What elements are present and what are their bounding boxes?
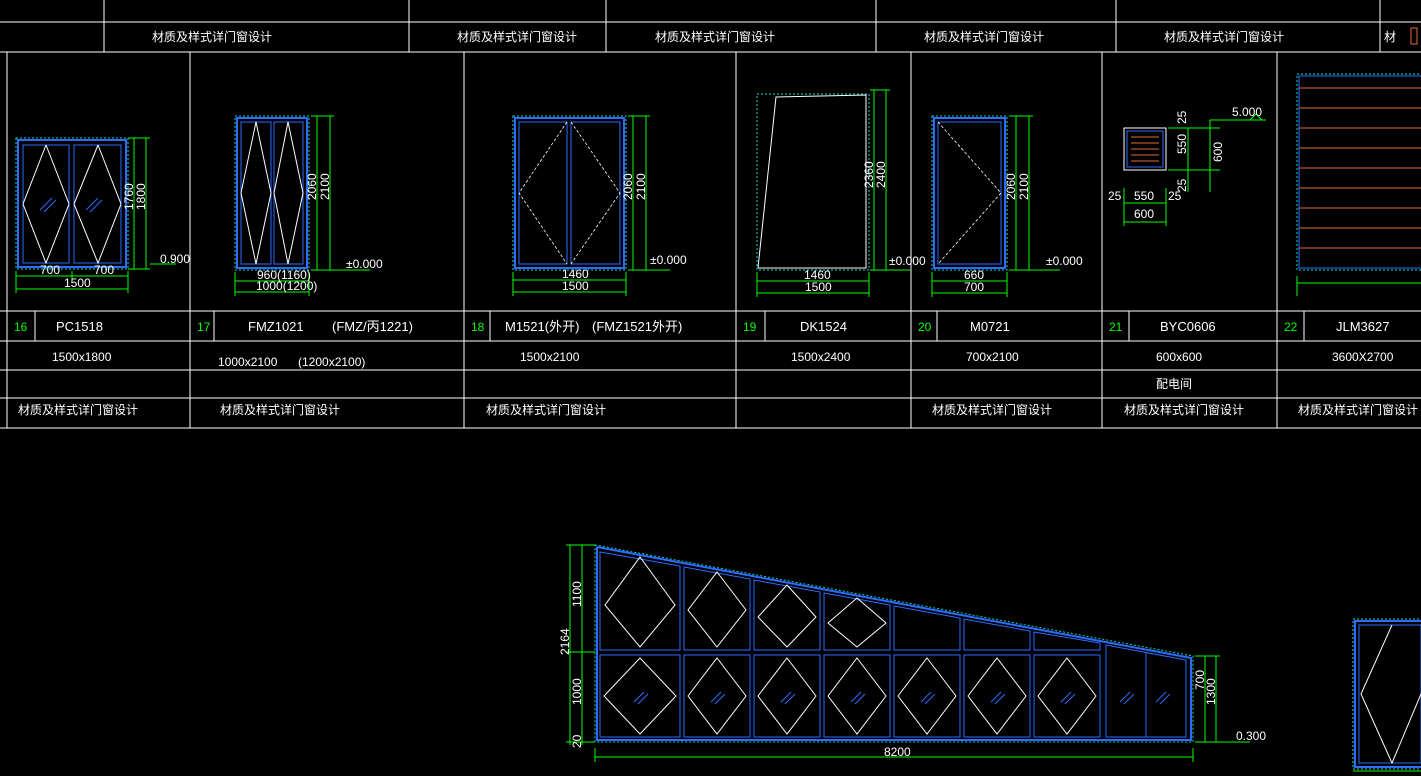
m15-total: 1500 (562, 279, 589, 293)
pc-elev: 0.900 (160, 252, 190, 266)
dk-w: 1460 (804, 268, 831, 282)
item-19-no: 19 (743, 320, 757, 334)
item-19-code: DK1524 (800, 319, 847, 334)
fmz-h2: 2060 (305, 173, 319, 200)
pc-w2: 700 (94, 263, 114, 277)
byc-600-v: 600 (1211, 142, 1225, 162)
item-18-no: 18 (471, 320, 485, 334)
schedule-rows: 16 PC1518 1500x1800 材质及样式详门窗设计 17 FMZ102… (14, 319, 1418, 417)
item-16-size: 1500x1800 (52, 350, 112, 364)
byc-25-top: 25 (1175, 110, 1189, 124)
m07-w: 660 (964, 268, 984, 282)
item-21-no: 21 (1109, 320, 1123, 334)
header-note-3: 材质及样式详门窗设计 (655, 29, 775, 44)
m07-elev: ±0.000 (1046, 254, 1083, 268)
item-18-note: 材质及样式详门窗设计 (486, 402, 606, 417)
m0721-elevation: 660 700 ±0.000 2060 2100 (931, 115, 1083, 297)
byc-550-v: 550 (1175, 134, 1189, 154)
item-18-size: 1500x2100 (520, 350, 580, 364)
item-21-note: 材质及样式详门窗设计 (1124, 402, 1244, 417)
dk-h: 2400 (874, 161, 888, 188)
item-21-code: BYC0606 (1160, 319, 1216, 334)
pc1518-elevation: 700 700 1500 0.900 1760 1800 (15, 137, 190, 293)
item-17-alt-code: (FMZ/丙1221) (332, 319, 413, 334)
fmz-elev: ±0.000 (346, 257, 383, 271)
item-17-code: FMZ1021 (248, 319, 304, 334)
fmz-w: 960(1160) (257, 268, 311, 282)
header-mark (1410, 27, 1418, 45)
dk-elev: ±0.000 (889, 254, 926, 268)
dk1524-elevation: 1460 1500 ±0.000 2360 2400 (756, 89, 926, 297)
byc-25-bot: 25 (1175, 178, 1189, 192)
fmz-total: 1000(1200) (256, 279, 317, 293)
item-21-size: 600x600 (1156, 350, 1202, 364)
dk-total: 1500 (805, 280, 832, 294)
item-20-note: 材质及样式详门窗设计 (932, 402, 1052, 417)
item-17-note: 材质及样式详门窗设计 (220, 402, 340, 417)
item-20-no: 20 (918, 320, 932, 334)
item-22-code: JLM3627 (1336, 319, 1389, 334)
m15-elev: ±0.000 (650, 253, 687, 267)
partial-window-right (1352, 618, 1421, 772)
byc0606-elevation: 5.000 550 600 25 25 25 550 25 600 (1108, 105, 1266, 226)
pc-total: 1500 (64, 276, 91, 290)
item-16-no: 16 (14, 320, 28, 334)
pc-w1: 700 (40, 263, 60, 277)
m07-h2: 2060 (1004, 173, 1018, 200)
byc-600-h: 600 (1134, 207, 1154, 221)
m07-h: 2100 (1017, 173, 1031, 200)
m15-h: 2100 (634, 173, 648, 200)
big-r2: 1300 (1204, 678, 1218, 705)
item-16-code: PC1518 (56, 319, 103, 334)
pc-h2: 1760 (122, 183, 136, 210)
item-17-no: 17 (197, 320, 211, 334)
item-19-size: 1500x2400 (791, 350, 851, 364)
item-18-code: M1521(外开) (505, 319, 579, 334)
byc-25-right: 25 (1168, 189, 1182, 203)
big-r1: 700 (1193, 670, 1207, 690)
m1521-elevation: 1460 1500 ±0.000 2060 2100 (512, 115, 687, 296)
header-note-5: 材质及样式详门窗设计 (1164, 29, 1284, 44)
schedule-grid (0, 52, 1421, 429)
big-elev: 0.300 (1236, 729, 1266, 743)
item-17-size: 1000x2100 (218, 355, 278, 369)
item-20-code: M0721 (970, 319, 1010, 334)
item-22-no: 22 (1284, 320, 1298, 334)
sloped-curtain-wall-elevation: 2164 1100 1000 20 8200 700 1300 0.300 (558, 544, 1266, 762)
item-21-remark: 配电间 (1156, 377, 1192, 391)
m15-w: 1460 (562, 267, 589, 281)
side-20: 20 (570, 734, 584, 748)
byc-elev: 5.000 (1232, 105, 1262, 119)
header-note-1: 材质及样式详门窗设计 (152, 29, 272, 44)
item-22-size: 3600X2700 (1332, 350, 1394, 364)
item-17-alt-size: (1200x2100) (298, 355, 365, 369)
item-16-note: 材质及样式详门窗设计 (18, 402, 138, 417)
schedule-header: 材质及样式详门窗设计 材质及样式详门窗设计 材质及样式详门窗设计 材质及样式详门… (0, 0, 1421, 53)
pc-h: 1800 (134, 183, 148, 210)
item-18-alt-code: (FMZ1521外开) (592, 319, 682, 334)
jlm3627-elevation (1296, 73, 1421, 296)
big-h2: 1100 (570, 581, 584, 607)
item-20-size: 700x2100 (966, 350, 1019, 364)
big-h1: 1000 (570, 678, 584, 705)
fmz-h: 2100 (318, 173, 332, 200)
header-note-4: 材质及样式详门窗设计 (924, 29, 1044, 44)
big-total: 8200 (884, 745, 911, 759)
fmz1021-elevation: 960(1160) 1000(1200) ±0.000 2060 2100 (234, 115, 383, 296)
m15-h2: 2060 (621, 173, 635, 200)
m07-total: 700 (964, 280, 984, 294)
big-h: 2164 (558, 628, 572, 655)
dk-h2: 2360 (862, 161, 876, 188)
byc-25-left: 25 (1108, 189, 1122, 203)
item-22-note: 材质及样式详门窗设计 (1298, 402, 1418, 417)
byc-550-h: 550 (1134, 189, 1154, 203)
header-note-2: 材质及样式详门窗设计 (457, 29, 577, 44)
header-note-6: 材 (1384, 30, 1396, 44)
